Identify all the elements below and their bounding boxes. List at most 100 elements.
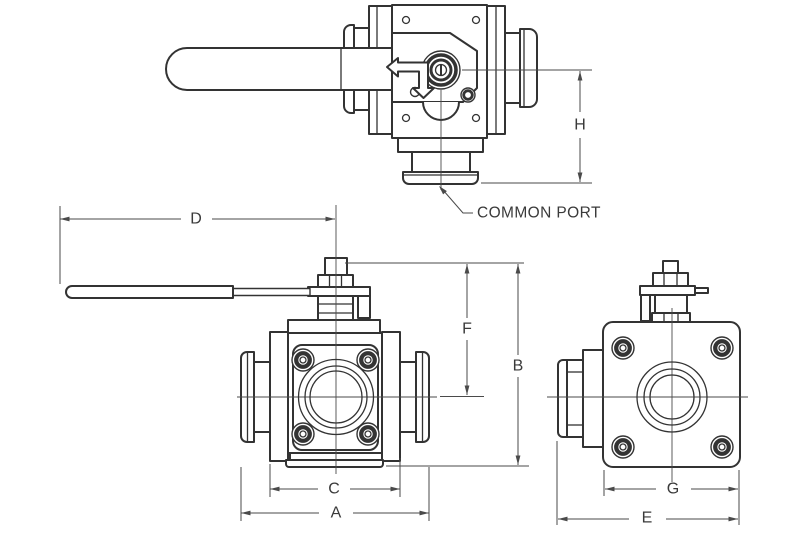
common-port-callout: COMMON PORT bbox=[439, 186, 601, 222]
handle-bracket bbox=[357, 295, 371, 319]
arrowhead bbox=[728, 516, 738, 522]
bore-circle bbox=[304, 365, 368, 429]
face-bolt bbox=[291, 422, 315, 446]
pin-ring bbox=[462, 89, 474, 101]
face-bolt bbox=[356, 422, 380, 446]
bore-circle bbox=[309, 370, 363, 424]
arrowhead bbox=[464, 264, 470, 274]
body-base bbox=[285, 459, 384, 468]
bolt-ring bbox=[359, 425, 377, 443]
front-body bbox=[269, 319, 401, 468]
dimension-C: C bbox=[269, 458, 401, 498]
stem-hex-nut bbox=[317, 274, 354, 288]
bolt-center bbox=[364, 430, 372, 438]
front-port-bore bbox=[297, 358, 375, 436]
corner-bolt bbox=[401, 113, 411, 123]
side-port-bore bbox=[636, 361, 708, 433]
arrowhead bbox=[390, 486, 400, 492]
face-bolt bbox=[611, 435, 635, 459]
triclamp-flange bbox=[557, 359, 568, 438]
dim-label-f: F bbox=[462, 321, 472, 338]
bolt-ring bbox=[713, 339, 731, 357]
arrowhead bbox=[577, 172, 583, 182]
arrowhead bbox=[241, 510, 251, 516]
clamp-wing-right bbox=[381, 331, 401, 462]
stem-hex-nut bbox=[652, 272, 689, 287]
dim-label-e: E bbox=[642, 510, 653, 527]
arrowhead bbox=[325, 216, 335, 222]
ferrule bbox=[582, 349, 604, 448]
corner-bolt bbox=[471, 15, 481, 25]
stop-pin bbox=[460, 87, 476, 103]
stem-cylinder bbox=[654, 294, 688, 314]
face-plate bbox=[292, 344, 379, 451]
face-bolt bbox=[356, 348, 380, 372]
face-bolt bbox=[291, 348, 315, 372]
triclamp-flange bbox=[519, 28, 538, 108]
dim-label-h: H bbox=[574, 117, 586, 134]
triclamp-flange bbox=[402, 171, 479, 185]
bolt-ring bbox=[614, 339, 632, 357]
dimension-D: D bbox=[59, 206, 335, 284]
common-port-label: COMMON PORT bbox=[477, 205, 601, 222]
bolt-center bbox=[718, 344, 726, 352]
bolt-ring bbox=[294, 425, 312, 443]
hub-ring bbox=[429, 58, 453, 82]
face-bolt bbox=[611, 336, 635, 360]
dim-label-g: G bbox=[667, 481, 679, 498]
front-stem bbox=[307, 257, 371, 323]
arrowhead bbox=[515, 455, 521, 465]
front-handle bbox=[65, 285, 311, 299]
bore-circle bbox=[643, 368, 701, 426]
body-top-plate bbox=[287, 319, 381, 334]
face-bolt bbox=[710, 336, 734, 360]
bolt-center bbox=[364, 356, 372, 364]
dim-label-b: B bbox=[513, 358, 524, 375]
bolt-center bbox=[718, 443, 726, 451]
handle-bar bbox=[165, 47, 393, 91]
side-body-block bbox=[602, 321, 741, 468]
bolt-ring bbox=[359, 351, 377, 369]
dimension-A: A bbox=[240, 467, 430, 522]
bolt-center bbox=[299, 356, 307, 364]
bolt-center bbox=[619, 443, 627, 451]
bore-circle bbox=[649, 374, 695, 420]
arrowhead bbox=[558, 516, 568, 522]
corner-bolt bbox=[401, 15, 411, 25]
bore-circle bbox=[297, 358, 375, 436]
front-face-bolts bbox=[291, 348, 380, 446]
dimension-E: E bbox=[556, 441, 740, 527]
elbow-arrow-left-down-icon bbox=[386, 57, 435, 99]
side-face-bolts bbox=[611, 336, 734, 459]
bolt-center bbox=[299, 430, 307, 438]
bolt-ring bbox=[614, 438, 632, 456]
hub-ring bbox=[434, 63, 448, 77]
corner-bolt bbox=[471, 113, 481, 123]
ferrule bbox=[504, 32, 521, 104]
top-common-port bbox=[397, 137, 484, 185]
arrowhead bbox=[464, 385, 470, 395]
dim-label-d: D bbox=[190, 211, 202, 228]
face-bolt bbox=[710, 435, 734, 459]
top-view: H COMMON PORT bbox=[165, 4, 601, 222]
arrowhead bbox=[728, 486, 738, 492]
bolt-ring bbox=[713, 438, 731, 456]
dimension-H: H bbox=[462, 69, 592, 184]
clamp-wing-left bbox=[269, 331, 289, 462]
handle-tab bbox=[694, 287, 709, 294]
side-view: G E bbox=[547, 260, 748, 527]
bore-circle bbox=[636, 361, 708, 433]
packing-nut bbox=[651, 312, 691, 323]
port-backing-plate bbox=[397, 137, 484, 153]
arrowhead bbox=[605, 486, 615, 492]
dim-label-c: C bbox=[328, 481, 340, 498]
arrowhead bbox=[577, 71, 583, 81]
bolt-ring bbox=[294, 351, 312, 369]
arrowhead bbox=[270, 486, 280, 492]
stem-packing bbox=[317, 295, 354, 323]
handle-mount-plate bbox=[639, 285, 696, 296]
handle-bracket bbox=[640, 294, 651, 322]
dimension-G: G bbox=[603, 470, 738, 498]
